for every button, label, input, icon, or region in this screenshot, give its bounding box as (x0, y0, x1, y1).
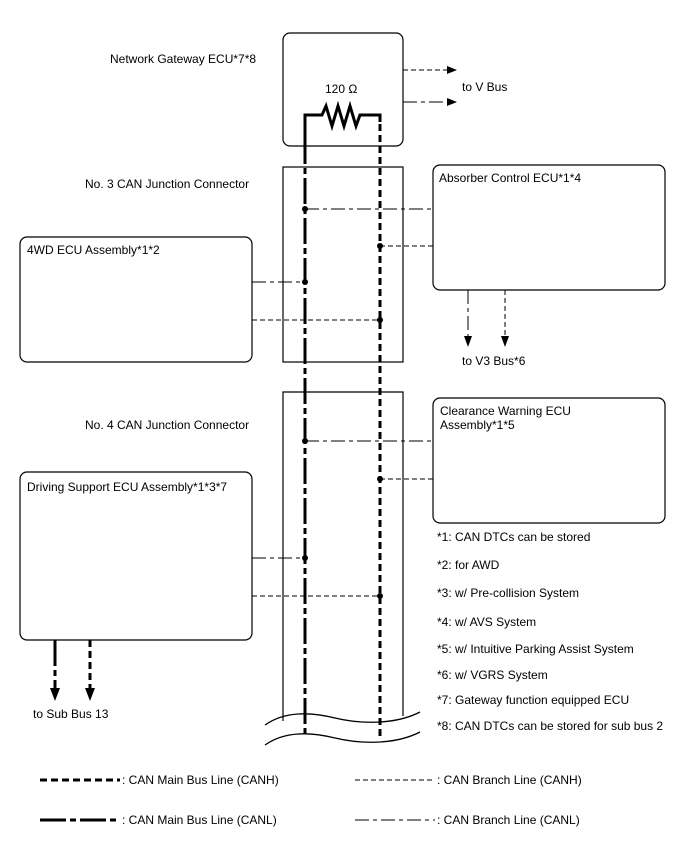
absorber-canh-junction-dot (377, 243, 383, 249)
driving-support-canh-junction-dot (377, 593, 383, 599)
gateway-label: Network Gateway ECU*7*8 (110, 52, 256, 66)
terminating-resistor (303, 100, 382, 140)
clearance-canl-junction-dot (302, 438, 308, 444)
break-line-bottom (264, 731, 421, 746)
note-4: *4: w/ AVS System (437, 615, 536, 629)
clearance-warning-ecu-box (432, 397, 666, 524)
gateway-ecu-box (282, 32, 404, 147)
sub-bus-canh-arrowhead (85, 688, 95, 701)
clearance-canh-junction-dot (377, 476, 383, 482)
sub-bus-canl-arrowhead (50, 688, 60, 701)
note-7: *7: Gateway function equipped ECU (437, 693, 629, 707)
sub-bus-label: to Sub Bus 13 (33, 707, 109, 721)
legend-main-canh-label: : CAN Main Bus Line (CANH) (122, 773, 279, 787)
four-wd-canh-junction-dot (377, 317, 383, 323)
v-bus-canl-arrowhead (447, 98, 457, 106)
v3-bus-label: to V3 Bus*6 (462, 354, 526, 368)
note-1: *1: CAN DTCs can be stored (437, 530, 590, 544)
absorber-canl-junction-dot (302, 206, 308, 212)
note-6: *6: w/ VGRS System (437, 668, 548, 682)
clearance-warning-ecu-label-line2: Assembly*1*5 (440, 418, 515, 432)
legend-branch-canl-label: : CAN Branch Line (CANL) (437, 813, 580, 827)
four-wd-ecu-label: 4WD ECU Assembly*1*2 (27, 243, 160, 257)
four-wd-ecu-box (19, 236, 253, 363)
driving-support-canl-junction-dot (302, 555, 308, 561)
absorber-ecu-label: Absorber Control ECU*1*4 (439, 171, 581, 185)
junction-connector-4-box (282, 391, 404, 721)
clearance-warning-ecu-label-line1: Clearance Warning ECU (440, 404, 571, 418)
note-3: *3: w/ Pre-collision System (437, 586, 579, 600)
driving-support-ecu-label: Driving Support ECU Assembly*1*3*7 (27, 480, 227, 494)
driving-support-ecu-box (19, 471, 253, 641)
v-bus-label: to V Bus (462, 80, 507, 94)
junction-4-label: No. 4 CAN Junction Connector (85, 418, 249, 432)
note-5: *5: w/ Intuitive Parking Assist System (437, 642, 634, 656)
v3-bus-canh-arrowhead (501, 336, 509, 347)
v3-bus-canl-arrowhead (464, 336, 472, 347)
v-bus-canh-arrowhead (447, 66, 457, 74)
four-wd-canl-junction-dot (302, 279, 308, 285)
absorber-ecu-box (432, 164, 666, 291)
legend-main-canl-label: : CAN Main Bus Line (CANL) (122, 813, 277, 827)
break-line-top (264, 711, 421, 726)
note-2: *2: for AWD (437, 558, 500, 572)
legend-branch-canh-label: : CAN Branch Line (CANH) (437, 773, 582, 787)
resistor-value-label: 120 Ω (325, 82, 357, 96)
junction-connector-3-box (282, 166, 404, 363)
note-8: *8: CAN DTCs can be stored for sub bus 2 (437, 719, 663, 733)
junction-3-label: No. 3 CAN Junction Connector (85, 177, 249, 191)
